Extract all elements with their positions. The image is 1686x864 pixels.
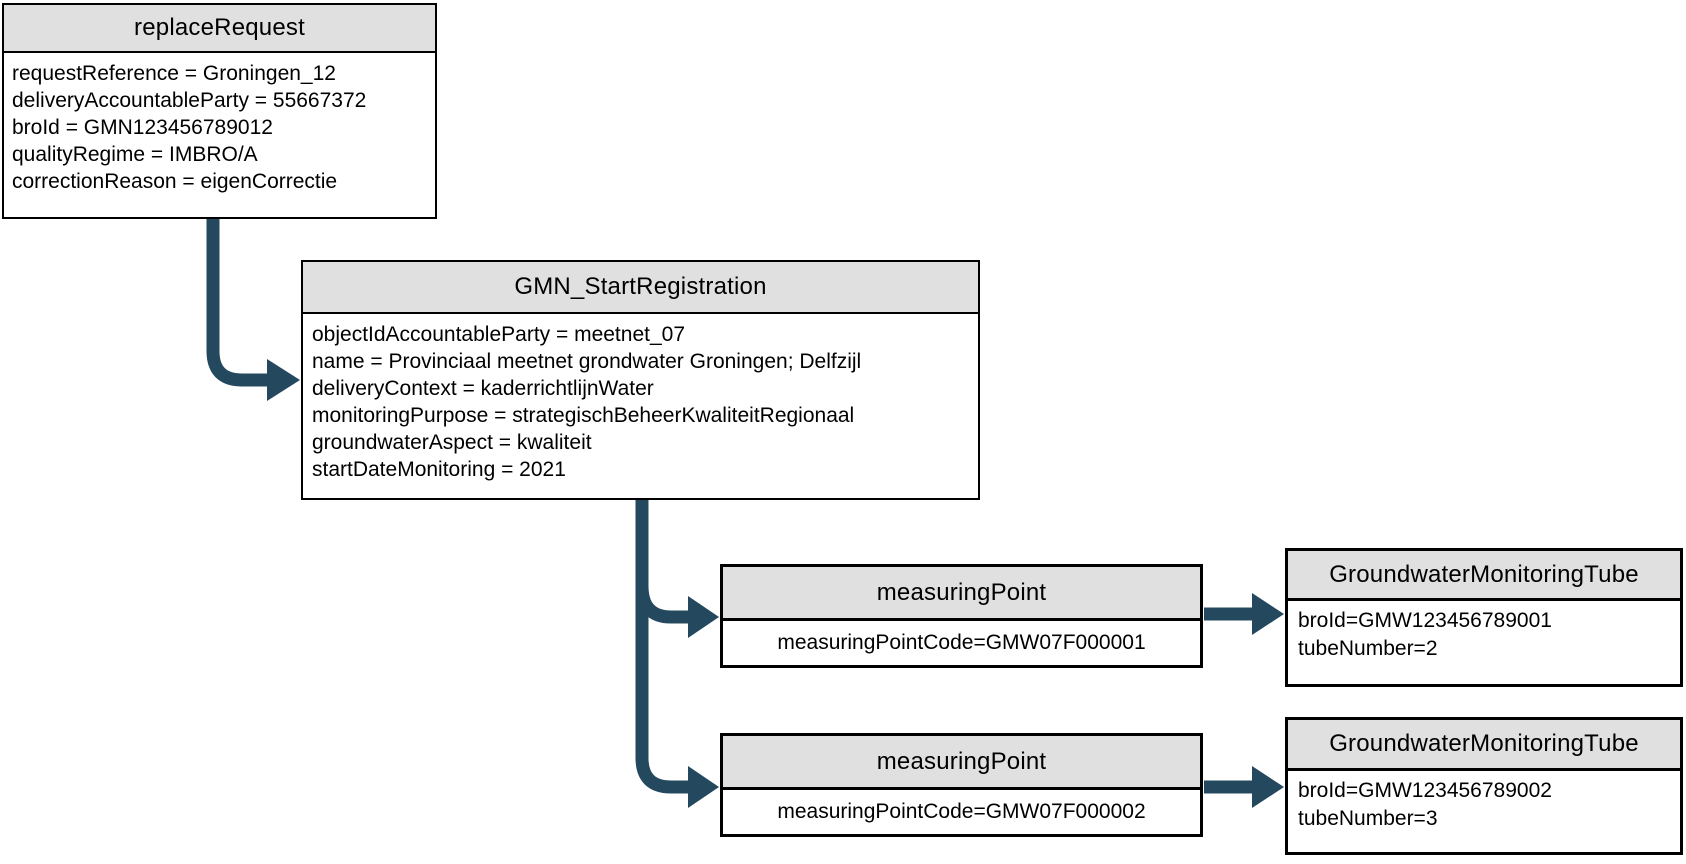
attribute-line: qualityRegime = IMBRO/A bbox=[12, 143, 258, 166]
node-gmn-start-registration: GMN_StartRegistration objectIdAccountabl… bbox=[301, 260, 980, 500]
attribute-line: broId=GMW123456789002 bbox=[1298, 779, 1552, 802]
attribute-line: requestReference = Groningen_12 bbox=[12, 62, 336, 85]
attribute-line: name = Provinciaal meetnet grondwater Gr… bbox=[312, 350, 862, 373]
node-measuring-point-2-body: measuringPointCode=GMW07F000002 bbox=[723, 790, 1200, 834]
attribute-line: tubeNumber=3 bbox=[1298, 807, 1438, 830]
node-measuring-point-1: measuringPoint measuringPointCode=GMW07F… bbox=[720, 564, 1203, 668]
arrowhead-mp2-to-tube2-icon bbox=[1252, 766, 1284, 808]
node-replace-request-header: replaceRequest bbox=[4, 5, 435, 53]
node-groundwater-monitoring-tube-2: GroundwaterMonitoringTube broId=GMW12345… bbox=[1285, 717, 1683, 855]
attribute-line: measuringPointCode=GMW07F000002 bbox=[777, 800, 1146, 823]
attribute-line: correctionReason = eigenCorrectie bbox=[12, 170, 338, 193]
attribute-line: deliveryContext = kaderrichtlijnWater bbox=[312, 377, 654, 400]
node-measuring-point-1-title: measuringPoint bbox=[876, 578, 1047, 606]
arrow-replace-to-gmn bbox=[206, 217, 268, 387]
attribute-line: broId=GMW123456789001 bbox=[1298, 609, 1552, 632]
arrowhead-mp1-to-tube1-icon bbox=[1252, 593, 1284, 635]
arrow-gmn-branch-to-mp1 bbox=[635, 585, 689, 624]
node-groundwater-monitoring-tube-1-header: GroundwaterMonitoringTube bbox=[1288, 551, 1680, 601]
node-replace-request-title: replaceRequest bbox=[134, 14, 305, 41]
node-measuring-point-2-header: measuringPoint bbox=[723, 736, 1200, 790]
node-gmn-start-registration-header: GMN_StartRegistration bbox=[303, 262, 978, 314]
attribute-line: deliveryAccountableParty = 55667372 bbox=[12, 89, 367, 112]
node-groundwater-monitoring-tube-2-body: broId=GMW123456789002 tubeNumber=3 bbox=[1288, 771, 1680, 852]
arrowhead-gmn-to-mp2-icon bbox=[688, 766, 719, 808]
attribute-line: tubeNumber=2 bbox=[1298, 637, 1438, 660]
node-replace-request-body: requestReference = Groningen_12 delivery… bbox=[4, 53, 435, 217]
arrowhead-gmn-to-mp1-icon bbox=[688, 596, 719, 638]
node-measuring-point-1-header: measuringPoint bbox=[723, 567, 1200, 621]
attribute-line: monitoringPurpose = strategischBeheerKwa… bbox=[312, 404, 855, 427]
node-groundwater-monitoring-tube-1-body: broId=GMW123456789001 tubeNumber=2 bbox=[1288, 601, 1680, 684]
node-gmn-start-registration-title: GMN_StartRegistration bbox=[514, 273, 767, 300]
node-groundwater-monitoring-tube-2-title: GroundwaterMonitoringTube bbox=[1329, 730, 1639, 757]
attribute-line: startDateMonitoring = 2021 bbox=[312, 458, 566, 481]
attribute-line: groundwaterAspect = kwaliteit bbox=[312, 431, 592, 454]
node-groundwater-monitoring-tube-2-header: GroundwaterMonitoringTube bbox=[1288, 720, 1680, 771]
node-groundwater-monitoring-tube-1-title: GroundwaterMonitoringTube bbox=[1329, 560, 1639, 588]
node-gmn-start-registration-body: objectIdAccountableParty = meetnet_07 na… bbox=[303, 314, 978, 498]
node-measuring-point-1-body: measuringPointCode=GMW07F000001 bbox=[723, 621, 1200, 665]
arrow-gmn-trunk-to-mp2 bbox=[635, 498, 689, 794]
node-replace-request: replaceRequest requestReference = Gronin… bbox=[2, 3, 437, 219]
node-groundwater-monitoring-tube-1: GroundwaterMonitoringTube broId=GMW12345… bbox=[1285, 548, 1683, 687]
node-measuring-point-2: measuringPoint measuringPointCode=GMW07F… bbox=[720, 733, 1203, 837]
node-measuring-point-2-title: measuringPoint bbox=[876, 747, 1047, 775]
attribute-line: objectIdAccountableParty = meetnet_07 bbox=[312, 323, 685, 346]
attribute-line: measuringPointCode=GMW07F000001 bbox=[777, 631, 1146, 654]
arrowhead-replace-to-gmn-icon bbox=[267, 359, 300, 401]
attribute-line: broId = GMN123456789012 bbox=[12, 116, 273, 139]
